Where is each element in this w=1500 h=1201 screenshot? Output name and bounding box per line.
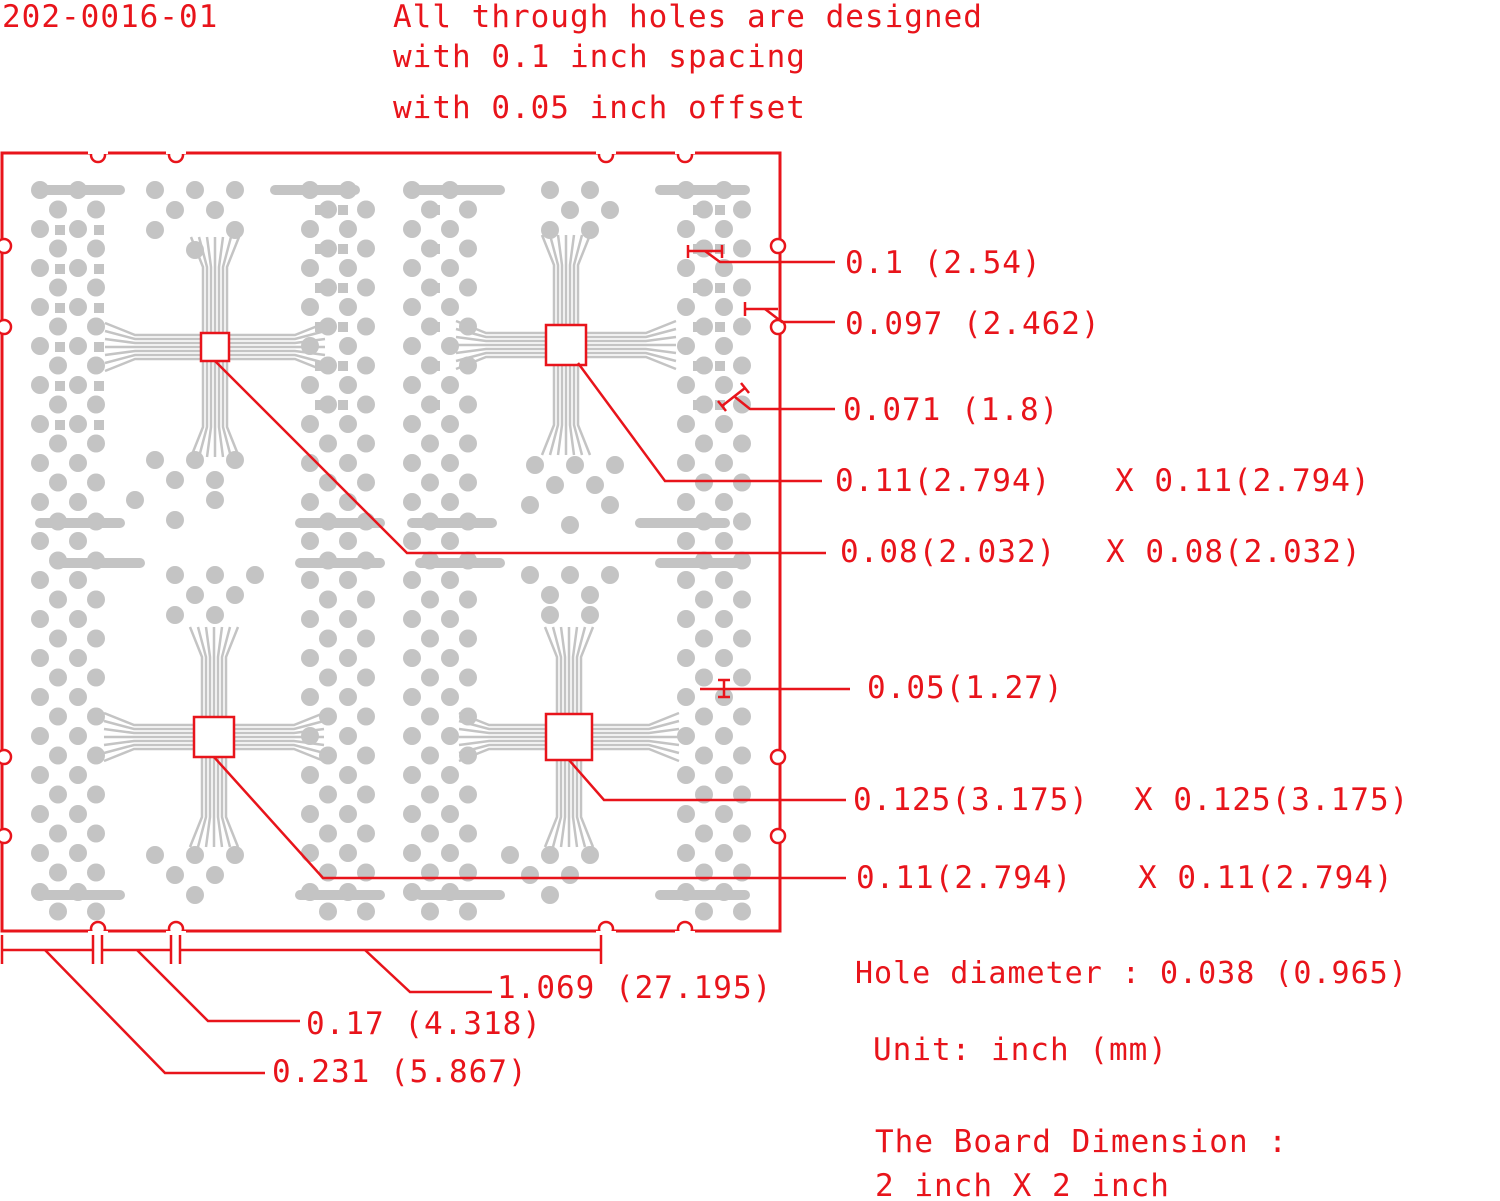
dim-pitch: 0.1 (2.54): [845, 245, 1042, 281]
dim-bottom-span: 1.069 (27.195): [497, 970, 772, 1006]
dim-bottom-gap: 0.17 (4.318): [306, 1006, 542, 1042]
dim-pad-bl-x: X 0.11(2.794): [1138, 860, 1394, 896]
pad-small-square: [199, 331, 231, 363]
pad-medium-square: [544, 323, 588, 367]
dim-pad-bl: 0.11(2.794): [856, 860, 1072, 896]
dim-edge-hole-pitch: 0.097 (2.462): [845, 306, 1101, 342]
copper-pattern: [31, 181, 751, 921]
dim-pad-small: 0.08(2.032): [840, 534, 1056, 570]
dim-pad-large-x: X 0.125(3.175): [1134, 782, 1409, 818]
board-dimension-value: 2 inch X 2 inch: [875, 1168, 1170, 1201]
part-number: 202-0016-01: [2, 0, 218, 35]
dim-pad-tl: 0.11(2.794): [835, 463, 1051, 499]
pad-bl-square: [192, 715, 236, 759]
note-line-2: with 0.1 inch spacing: [393, 39, 806, 75]
dim-bottom-edge: 0.231 (5.867): [272, 1054, 528, 1090]
board-outline: [0, 151, 782, 933]
pad-large-square: [544, 712, 594, 762]
dim-pad-small-x: X 0.08(2.032): [1106, 534, 1362, 570]
dim-offset: 0.05(1.27): [867, 670, 1064, 706]
unit-note: Unit: inch (mm): [873, 1032, 1168, 1068]
leader-lines: [0, 245, 850, 1075]
board-dimension-title: The Board Dimension :: [875, 1124, 1288, 1160]
hole-diameter-note: Hole diameter : 0.038 (0.965): [855, 956, 1408, 991]
note-line-3: with 0.05 inch offset: [393, 90, 806, 126]
note-line-1: All through holes are designed: [393, 0, 983, 35]
dim-pad-tl-x: X 0.11(2.794): [1115, 463, 1371, 499]
dim-diagonal-pitch: 0.071 (1.8): [843, 392, 1059, 428]
dim-pad-large: 0.125(3.175): [853, 782, 1089, 818]
